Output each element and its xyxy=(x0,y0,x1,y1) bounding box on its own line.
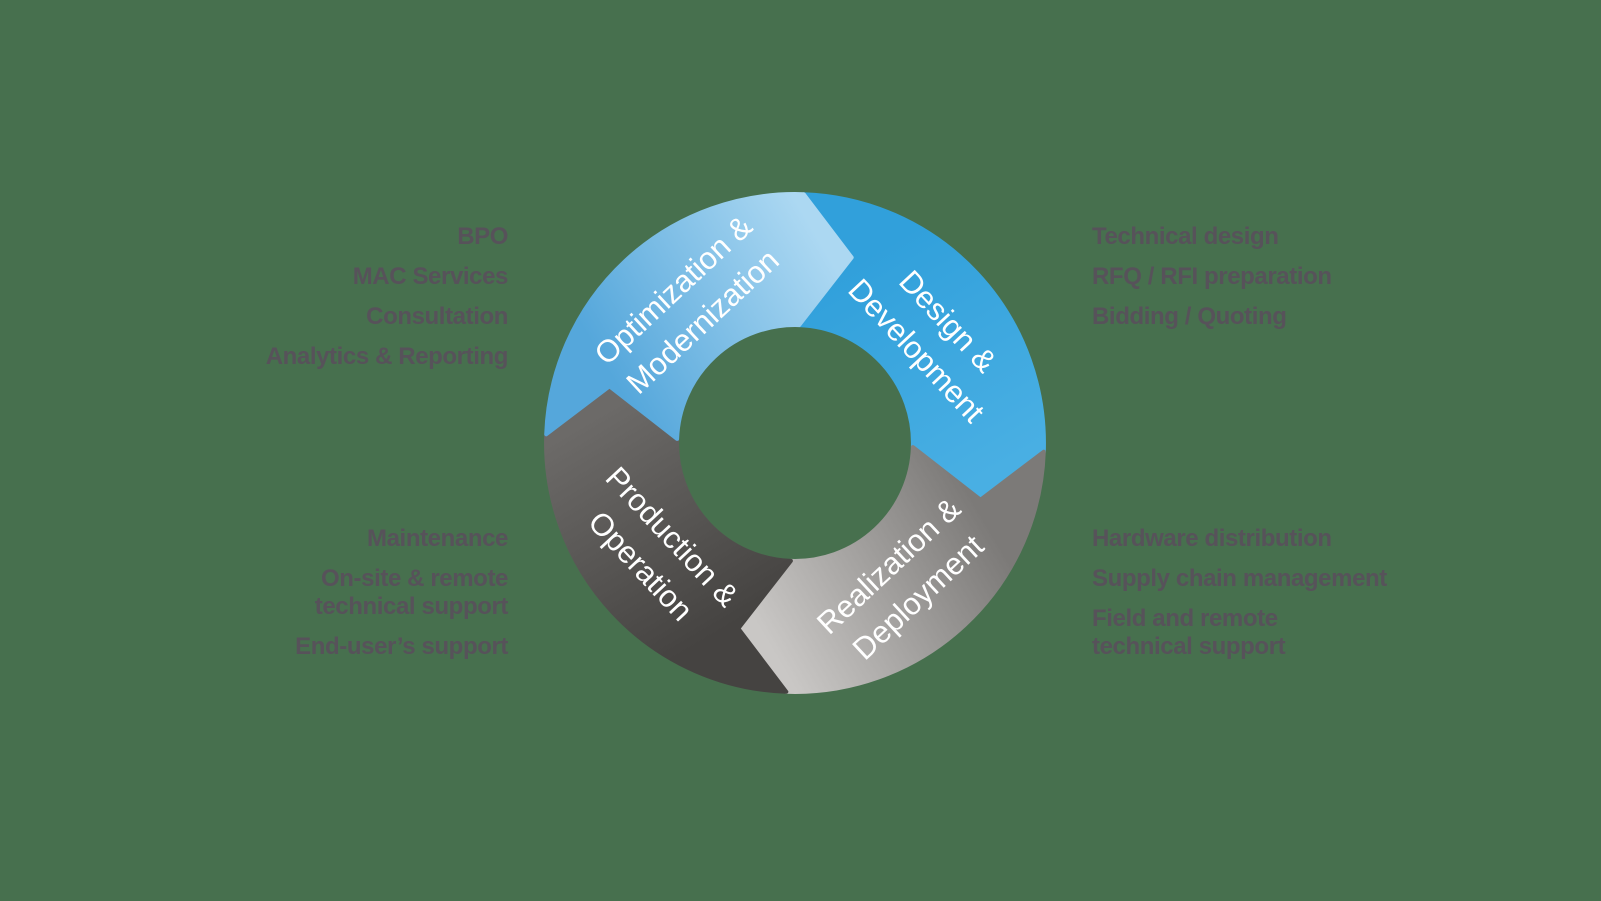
service-item: Bidding / Quoting xyxy=(1092,303,1492,331)
service-item-line: Maintenance xyxy=(367,525,508,552)
service-item-line: technical support xyxy=(314,593,509,620)
service-item-line: Consultation xyxy=(366,303,508,330)
service-item-line: BPO xyxy=(457,223,508,250)
service-item: MAC Services xyxy=(158,263,509,291)
service-item-line: Supply chain management xyxy=(1092,565,1387,592)
service-item-line: Hardware distribution xyxy=(1092,525,1332,552)
service-item-line: Technical design xyxy=(1092,223,1279,250)
segment-optimization-modernization xyxy=(544,192,854,441)
segment-design-development xyxy=(797,192,1046,502)
service-item: End-user’s support xyxy=(158,633,508,661)
service-item-line: Bidding / Quoting xyxy=(1092,303,1287,330)
service-item: Hardware distribution xyxy=(1092,525,1492,553)
service-item: BPO xyxy=(158,223,508,251)
service-item-line: technical support xyxy=(1092,633,1286,660)
service-item-line: On-site & remote xyxy=(321,565,508,592)
service-item: Analytics & Reporting xyxy=(158,343,509,371)
service-item-line: Analytics & Reporting xyxy=(265,343,509,370)
service-item: Supply chain management xyxy=(1092,565,1492,593)
service-item-line: End-user’s support xyxy=(295,633,508,660)
service-item-line: MAC Services xyxy=(352,263,509,290)
service-item-line: RFQ / RFI preparation xyxy=(1092,263,1332,290)
service-item: Consultation xyxy=(158,303,508,331)
service-item: RFQ / RFI preparation xyxy=(1092,263,1492,291)
service-item: Maintenance xyxy=(158,525,508,553)
service-item: Technical design xyxy=(1092,223,1492,251)
segment-realization-deployment xyxy=(736,445,1046,694)
segment-production-operation xyxy=(544,384,793,694)
service-item-line: Field and remote xyxy=(1092,605,1278,632)
